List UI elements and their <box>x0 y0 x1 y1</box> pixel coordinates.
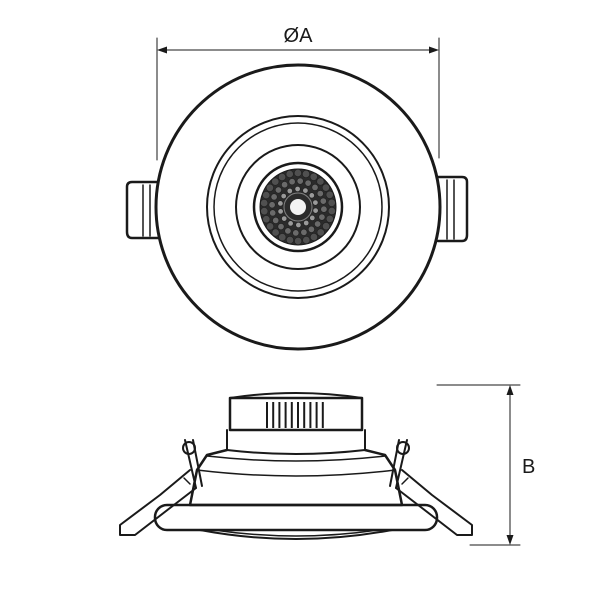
side-view: B <box>119 384 535 546</box>
height-dimension: B <box>436 384 535 546</box>
led-lens <box>259 168 337 246</box>
left-spring <box>119 439 203 536</box>
rotating-ring-outer <box>206 115 390 299</box>
trim-flange <box>153 503 439 540</box>
outer-rim <box>154 63 442 351</box>
right-spring-clip <box>436 175 469 243</box>
diameter-label: ØA <box>284 25 314 47</box>
reflector-ring <box>235 144 361 270</box>
right-spring <box>389 439 473 536</box>
top-view: ØA <box>125 25 469 351</box>
heat-sink <box>228 392 364 432</box>
body-neck <box>226 429 366 455</box>
diameter-dimension: ØA <box>156 25 440 161</box>
height-label: B <box>522 456 535 478</box>
left-spring-clip <box>125 180 160 240</box>
lens-bezel <box>252 161 344 253</box>
rotating-ring-inner <box>213 122 383 292</box>
